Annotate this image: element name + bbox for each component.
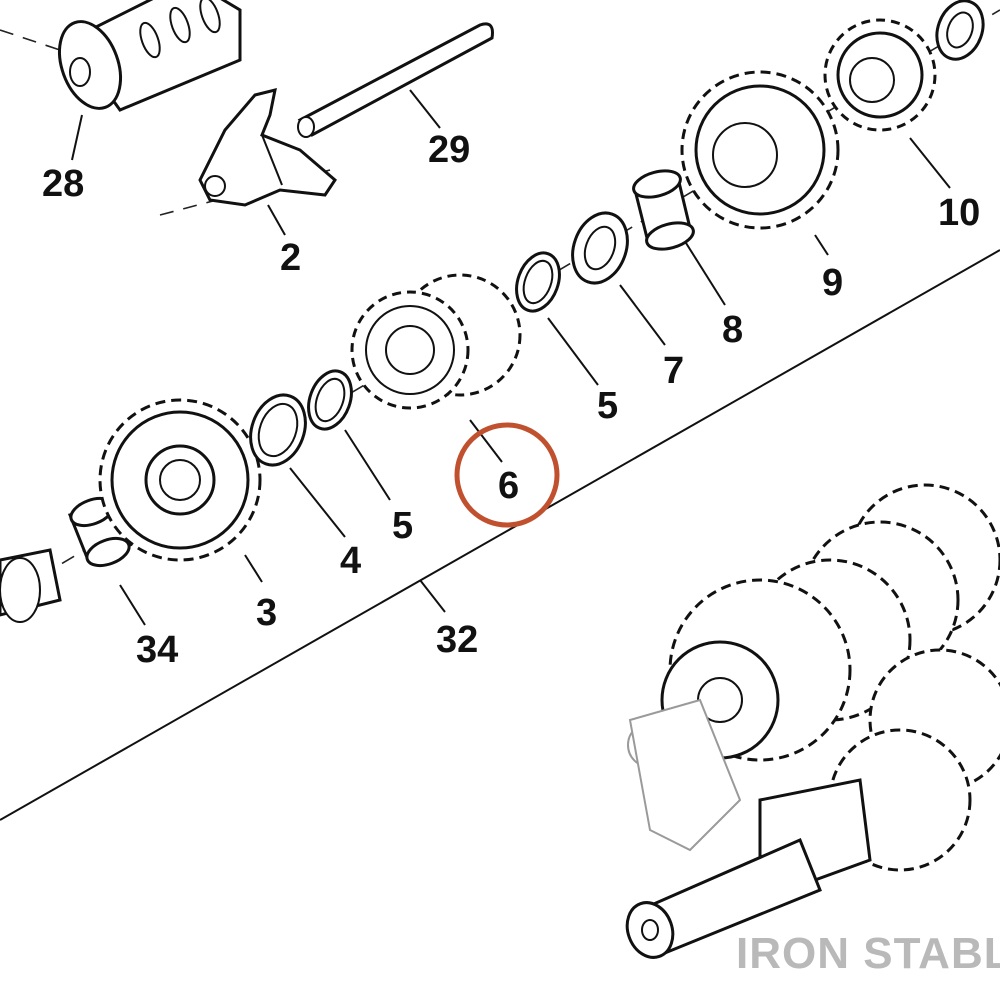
gear-part-6 bbox=[350, 273, 522, 410]
callout-5-upper: 5 bbox=[597, 385, 618, 427]
fork-rod-part-29 bbox=[297, 22, 494, 138]
needle-bearing-part-8 bbox=[632, 169, 695, 251]
callout-6: 6 bbox=[498, 465, 519, 507]
sleeve-part-34 bbox=[67, 496, 132, 568]
watermark-logo: IRON STABLE bbox=[736, 929, 1000, 978]
callout-28: 28 bbox=[42, 163, 84, 205]
snap-ring-part-5-upper bbox=[515, 251, 561, 313]
spline-shaft-stub bbox=[0, 548, 62, 623]
callout-34: 34 bbox=[136, 629, 178, 671]
callout-10: 10 bbox=[938, 192, 980, 234]
callout-4: 4 bbox=[340, 540, 361, 582]
callout-32: 32 bbox=[436, 619, 478, 661]
callout-7: 7 bbox=[663, 350, 684, 392]
snap-ring-part-5-lower bbox=[307, 369, 353, 431]
washer-part-4 bbox=[249, 393, 307, 467]
highlight-circle-part-6 bbox=[454, 422, 560, 528]
shaft-32-line bbox=[0, 249, 1000, 821]
callout-29: 29 bbox=[428, 129, 470, 171]
assembled-transmission-illustration bbox=[625, 483, 1000, 959]
washer-top-right bbox=[935, 0, 985, 61]
callout-8: 8 bbox=[722, 309, 743, 351]
leader-lines bbox=[71, 89, 951, 626]
gear-part-3 bbox=[98, 398, 262, 562]
drum-axis-line bbox=[0, 29, 61, 51]
callout-9: 9 bbox=[822, 262, 843, 304]
callout-5-lower: 5 bbox=[392, 505, 413, 547]
shift-drum-part-28 bbox=[58, 0, 242, 112]
washer-part-7 bbox=[571, 211, 629, 285]
callout-3: 3 bbox=[256, 592, 277, 634]
gear-part-10 bbox=[823, 18, 937, 132]
shift-fork-part-2 bbox=[198, 87, 337, 207]
gear-part-9 bbox=[680, 70, 840, 230]
callout-2: 2 bbox=[280, 237, 301, 279]
